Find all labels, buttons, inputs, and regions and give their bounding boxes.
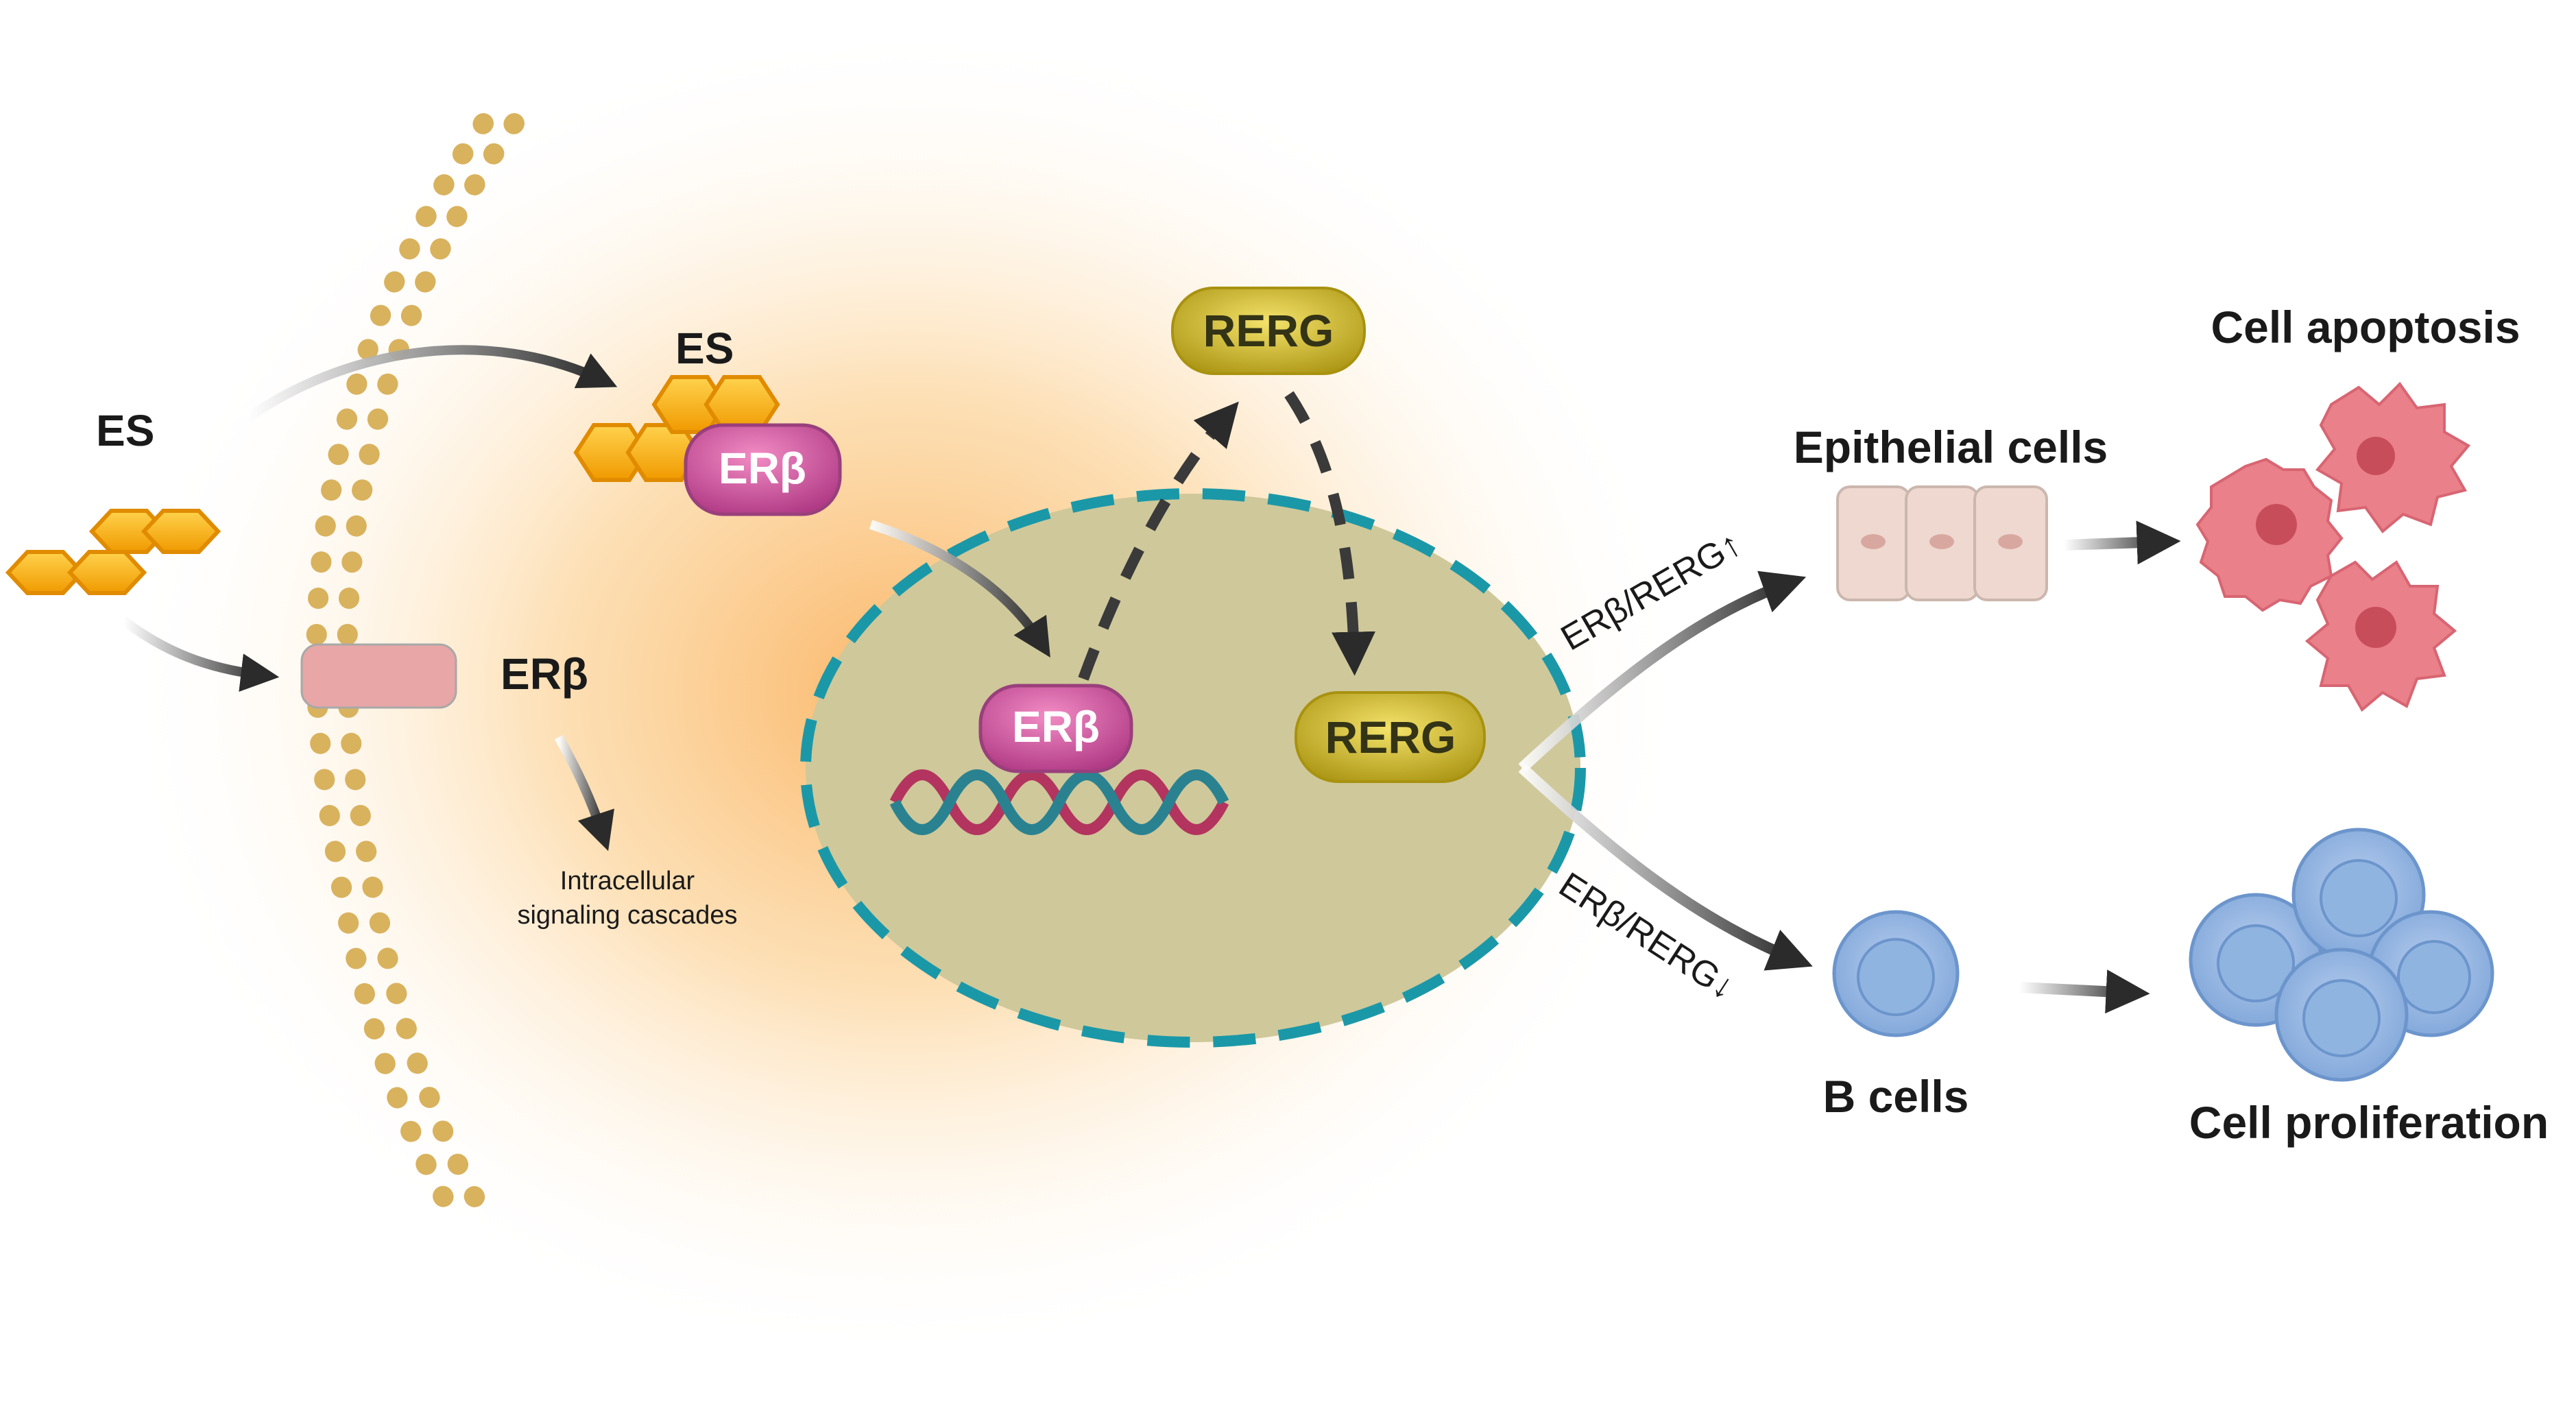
arrow-es-to-receptor	[120, 616, 280, 692]
es-molecule-outside	[5, 509, 221, 595]
rerg-top-label: RERG	[1203, 305, 1334, 356]
arrow-to-b-cells	[1518, 764, 1813, 971]
arrow-rerg-to-nucleus	[1284, 391, 1376, 676]
proliferating-b-cells-icon	[2189, 828, 2494, 1082]
es-outside-label: ES	[96, 406, 154, 455]
cell-membrane-inner	[306, 113, 494, 1217]
cell-membrane-outer	[337, 113, 525, 1217]
arrow-epithelial-to-apoptosis	[2063, 520, 2181, 565]
erb-complex-pill	[684, 423, 842, 516]
nucleus	[800, 488, 1586, 1048]
dna-helix	[889, 769, 1229, 835]
rerg-top-pill	[1171, 287, 1366, 375]
arrow-es-to-complex	[244, 345, 618, 422]
epithelial-cells-icon	[1836, 485, 2048, 601]
arrow-b-cells-to-proliferation	[2019, 970, 2150, 1014]
intracellular-label-line1: Intracellular	[560, 867, 695, 895]
apoptotic-nuclei	[2256, 437, 2396, 648]
arrow-receptor-to-cascade	[554, 734, 614, 852]
apoptotic-cells-icon	[2195, 381, 2471, 712]
intracellular-label-line2: signaling cascades	[517, 901, 737, 930]
epithelial-cells-label: Epithelial cells	[1794, 422, 2108, 472]
b-cell-icon	[1832, 910, 1960, 1037]
erb-dna-pill	[978, 684, 1133, 773]
cell-proliferation-label: Cell proliferation	[2189, 1097, 2549, 1148]
arrow-complex-to-dna	[869, 520, 1050, 658]
es-molecule-inside	[573, 375, 780, 482]
membrane-receptor	[300, 643, 457, 709]
rerg-nucleus-pill	[1295, 691, 1486, 783]
es-inside-label: ES	[675, 324, 734, 373]
b-cells-label: B cells	[1823, 1071, 1969, 1122]
erb-membrane-label: ERβ	[501, 649, 588, 699]
erb-dna-label: ERβ	[1012, 702, 1100, 751]
arrow-to-epithelial	[1518, 570, 1807, 772]
erb-complex-label: ERβ	[719, 444, 806, 493]
rerg-nucleus-label: RERG	[1325, 712, 1456, 762]
cell-apoptosis-label: Cell apoptosis	[2211, 302, 2520, 352]
